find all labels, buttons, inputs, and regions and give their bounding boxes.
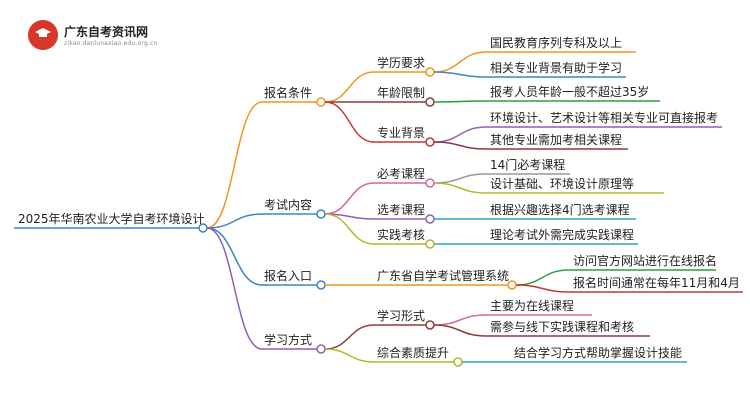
subtopic-knob (425, 239, 435, 249)
branch-label: 学习方式 (264, 332, 312, 347)
leaf-label: 环境设计、艺术设计等相关专业可直接报考 (490, 110, 718, 125)
subtopic-connector (324, 348, 375, 363)
subtopic-knob (425, 320, 435, 330)
leaf-connector (515, 269, 570, 286)
branch-label: 考试内容 (264, 197, 312, 212)
subtopic-label: 学习形式 (377, 308, 425, 323)
subtopic-label: 广东省自学考试管理系统 (377, 268, 509, 283)
branch-label: 报名条件 (264, 85, 312, 100)
subtopic-label: 专业背景 (377, 125, 425, 140)
subtopic-knob (425, 214, 435, 224)
subtopic-connector (324, 213, 375, 245)
subtopic-label: 综合素质提升 (377, 345, 449, 360)
leaf-label: 14门必考课程 (490, 157, 565, 172)
leaf-connector (433, 173, 487, 184)
leaf-label: 理论考试外需完成实践课程 (490, 227, 634, 242)
leaf-label: 结合学习方式帮助掌握设计技能 (514, 345, 682, 360)
branch-connector (206, 213, 263, 229)
site-url: zikao.danlunaxiao.edu.org.cn (64, 40, 158, 47)
leaf-label: 相关专业背景有助于学习 (490, 60, 622, 75)
subtopic-knob (425, 137, 435, 147)
branch-connector (206, 227, 263, 286)
leaf-label: 国民教育序列专科及以上 (490, 35, 622, 50)
subtopic-label: 必考课程 (377, 166, 425, 181)
subtopic-knob (453, 357, 463, 367)
leaf-label: 其他专业需加考相关课程 (490, 132, 622, 147)
branch-knob (316, 97, 326, 107)
subtopic-label: 选考课程 (377, 202, 425, 217)
leaf-connector (433, 324, 487, 337)
site-name: 广东自考资讯网 (64, 25, 149, 39)
leaf-label: 报名时间通常在每年11月和4月 (573, 275, 740, 290)
subtopic-connector (324, 101, 375, 143)
subtopic-connector (324, 182, 375, 215)
subtopic-knob (425, 67, 435, 77)
subtopic-label: 年龄限制 (377, 86, 425, 100)
leaf-label: 访问官方网站进行在线报名 (573, 253, 717, 268)
leaf-connector (433, 126, 487, 143)
leaf-connector (433, 100, 487, 103)
leaf-connector (433, 71, 487, 78)
leaf-label: 根据兴趣选择4门选考课程 (490, 202, 630, 217)
subtopic-connector (324, 324, 375, 350)
leaf-connector (433, 141, 487, 150)
branch-knob (316, 209, 326, 219)
branch-connector (206, 227, 263, 350)
leaf-label: 设计基础、环境设计原理等 (490, 176, 634, 191)
branch-label: 报名入口 (264, 268, 312, 283)
subtopic-knob (507, 280, 517, 290)
subtopic-label: 学历要求 (377, 55, 425, 70)
leaf-label: 报考人员年龄一般不超过35岁 (490, 84, 649, 99)
branch-connector (206, 101, 263, 229)
root-knob (198, 223, 208, 233)
leaf-label: 需参与线下实践课程和考核 (490, 319, 634, 334)
subtopic-label: 实践考核 (377, 227, 425, 242)
subtopic-knob (425, 178, 435, 188)
root-title: 2025年华南农业大学自考环境设计 (18, 211, 205, 226)
leaf-connector (433, 51, 487, 73)
leaf-label: 主要为在线课程 (490, 298, 574, 313)
leaf-connector (515, 284, 570, 293)
subtopic-connector (324, 71, 375, 103)
branch-knob (316, 344, 326, 354)
subtopic-knob (425, 97, 435, 107)
leaf-connector (433, 182, 487, 194)
branch-knob (316, 280, 326, 290)
leaf-connector (433, 314, 487, 326)
graduation-cap-icon (35, 28, 51, 37)
